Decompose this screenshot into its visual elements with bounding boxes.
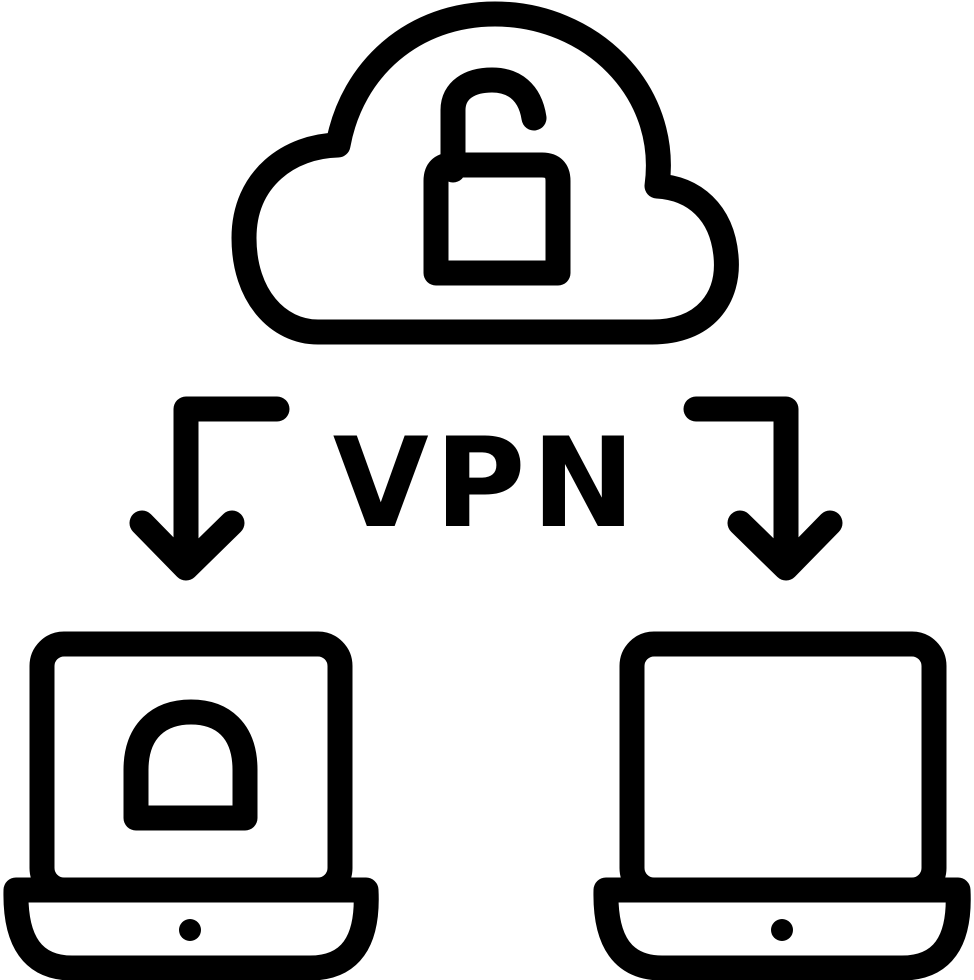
cloud-outline (231, 1, 739, 345)
laptop-screen (29, 631, 353, 903)
padlock-icon (123, 699, 258, 831)
unlocked-padlock-icon (423, 67, 571, 286)
vpn-label: VPN (333, 412, 642, 556)
laptop-base (3, 877, 379, 980)
padlock-body (423, 152, 571, 286)
trackpad-dot (179, 919, 201, 941)
laptop-base (593, 877, 971, 980)
cloud-icon (231, 1, 739, 345)
padlock-shackle (440, 67, 547, 183)
arrow-down-right-icon (683, 396, 843, 581)
laptop-screen (619, 631, 947, 903)
trackpad-dot (771, 919, 793, 941)
laptop-icon-left (3, 631, 379, 980)
laptop-icon-right (593, 631, 971, 980)
arrow-down-left-icon (129, 396, 290, 581)
